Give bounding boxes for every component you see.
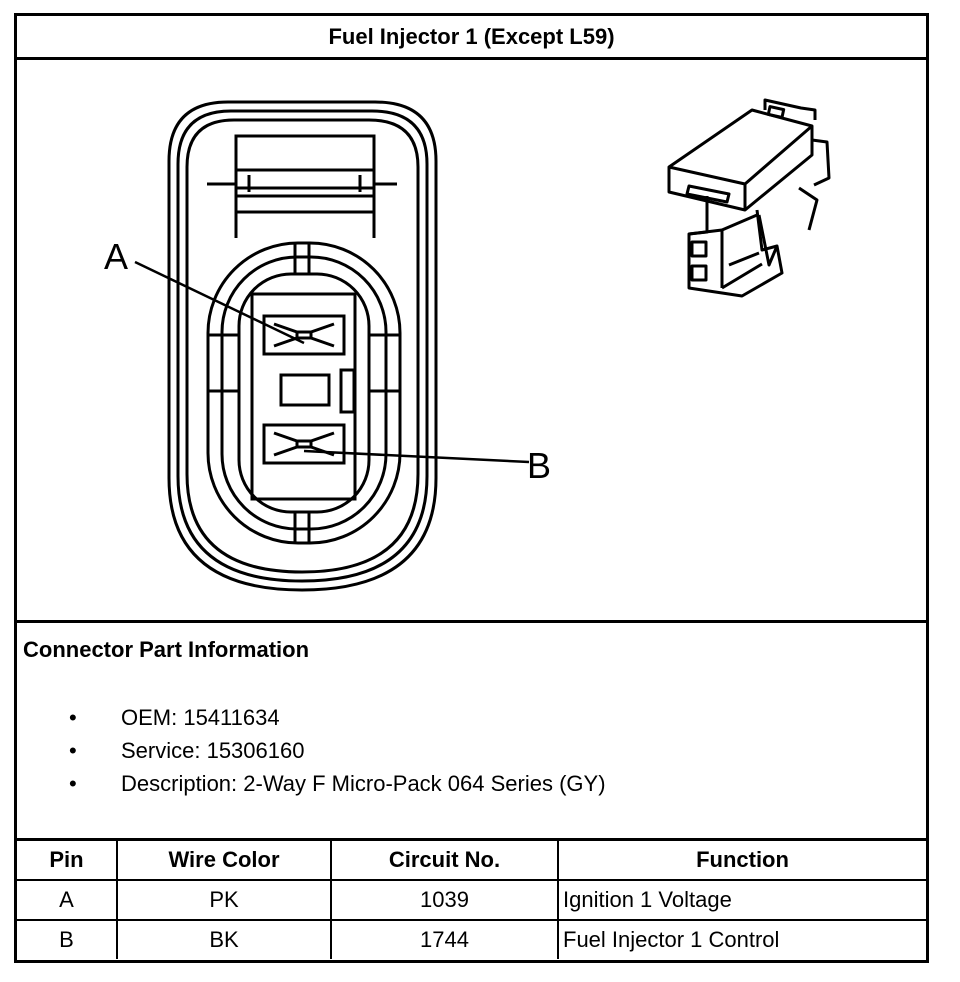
part-info-service: Service: 15306160 [67,734,606,767]
header-function: Function [557,841,926,881]
header-pin: Pin [17,841,118,881]
cell-circuit-no: 1039 [330,879,559,921]
cell-wire-color: BK [116,919,332,959]
table-row: B BK 1744 Fuel Injector 1 Control [17,919,926,959]
pin-label-b: B [527,445,551,486]
part-info-oem: OEM: 15411634 [67,701,606,734]
connector-face-diagram: A B [104,98,831,592]
cell-function: Fuel Injector 1 Control [557,919,926,959]
connector-title: Fuel Injector 1 (Except L59) [17,16,926,60]
cell-pin: B [17,919,118,959]
pin-table: Pin Wire Color Circuit No. Function A PK… [17,841,926,959]
part-info-section: Connector Part Information OEM: 15411634… [17,623,926,841]
table-row: A PK 1039 Ignition 1 Voltage [17,879,926,921]
connector-isometric-view [667,98,831,298]
cell-pin: A [17,879,118,921]
cell-wire-color: PK [116,879,332,921]
connector-figure: A B [17,60,926,623]
part-info-list: OEM: 15411634 Service: 15306160 Descript… [67,701,606,800]
pin-label-a: A [104,236,128,277]
part-info-description: Description: 2-Way F Micro-Pack 064 Seri… [67,767,606,800]
cell-function: Ignition 1 Voltage [557,879,926,921]
header-wire-color: Wire Color [116,841,332,881]
cell-circuit-no: 1744 [330,919,559,959]
part-info-heading: Connector Part Information [23,637,310,662]
pin-table-header-row: Pin Wire Color Circuit No. Function [17,841,926,881]
connector-face-drawing [134,100,530,592]
header-circuit-no: Circuit No. [330,841,559,881]
connector-sheet: Fuel Injector 1 (Except L59) [14,13,929,963]
